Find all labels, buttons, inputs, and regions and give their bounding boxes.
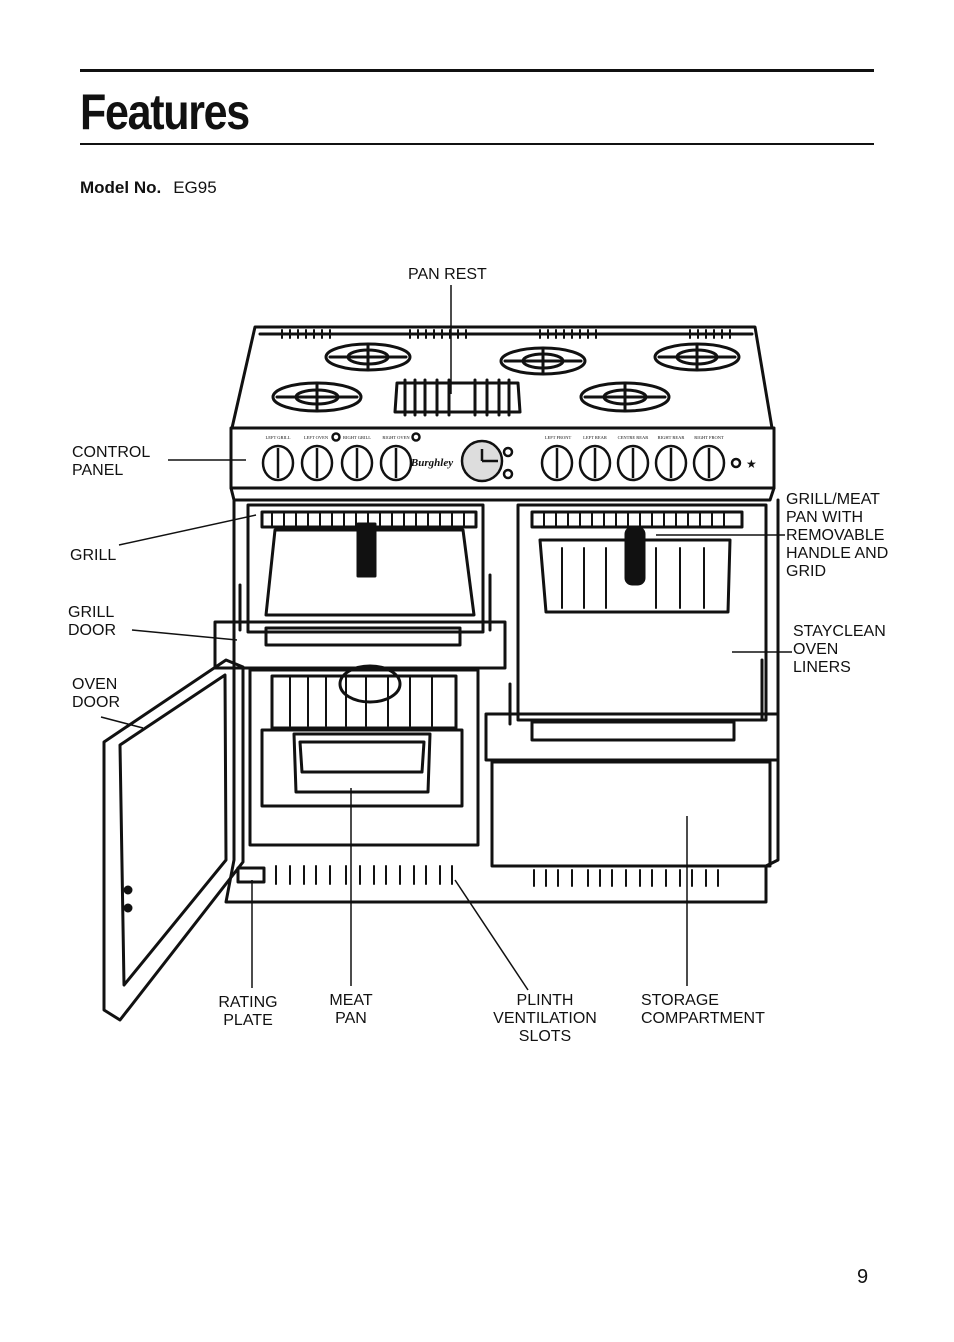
page-number: 9 — [857, 1266, 869, 1288]
burner-centre-rear — [499, 346, 587, 376]
storage-compartment-part — [490, 760, 772, 868]
page-title: Features — [80, 84, 250, 140]
ignition-light — [730, 457, 742, 469]
cabinet-body — [224, 498, 780, 904]
indicator-light — [411, 432, 421, 442]
hob-vent-marks — [281, 329, 731, 339]
model-number-label: Model No. — [80, 178, 162, 197]
control-panel-part — [229, 426, 776, 490]
knob-label: RIGHT REAR — [658, 435, 685, 440]
left-grill-cavity — [246, 503, 485, 634]
control-knobs — [261, 444, 726, 482]
burner-left-front — [271, 381, 363, 413]
model-number-value: EG95 — [173, 178, 217, 197]
left-oven-cavity — [248, 668, 480, 847]
knob-label: LEFT REAR — [583, 435, 607, 440]
right-oven-cavity — [516, 503, 768, 722]
knob-label: RIGHT OVEN — [382, 435, 410, 440]
pan-rest-part — [393, 378, 522, 417]
knob-label: RIGHT GRILL — [343, 435, 371, 440]
brand-script: Burghley — [410, 457, 453, 469]
label-grill: GRILL — [70, 547, 117, 564]
meat-pan-part — [292, 732, 432, 794]
burner-right-rear — [653, 342, 741, 372]
clock-timer — [460, 439, 514, 483]
burner-right-front — [579, 381, 671, 413]
label-pan-rest: PAN REST — [408, 266, 487, 283]
indicator-light — [331, 432, 341, 442]
star-symbol: ★ — [746, 457, 757, 471]
model-number: Model No. EG95 — [80, 178, 217, 198]
knob-label: LEFT GRILL — [265, 435, 290, 440]
oven-door-part — [102, 658, 245, 1022]
knob-label: CENTRE REAR — [618, 435, 649, 440]
knob-label-group: LEFT GRILL LEFT OVEN RIGHT GRILL RIGHT O… — [265, 435, 724, 440]
knob-label: LEFT OVEN — [304, 435, 329, 440]
title-underline-rule — [80, 143, 874, 145]
callout-leader-lines — [100, 285, 792, 991]
knob-label: LEFT FRONT — [545, 435, 572, 440]
knob-label: RIGHT FRONT — [694, 435, 724, 440]
top-rule — [80, 69, 874, 72]
rating-plate-part — [236, 866, 266, 884]
burner-left-rear — [324, 342, 412, 372]
plinth-slots — [275, 865, 719, 887]
grill-door-part — [213, 620, 507, 670]
